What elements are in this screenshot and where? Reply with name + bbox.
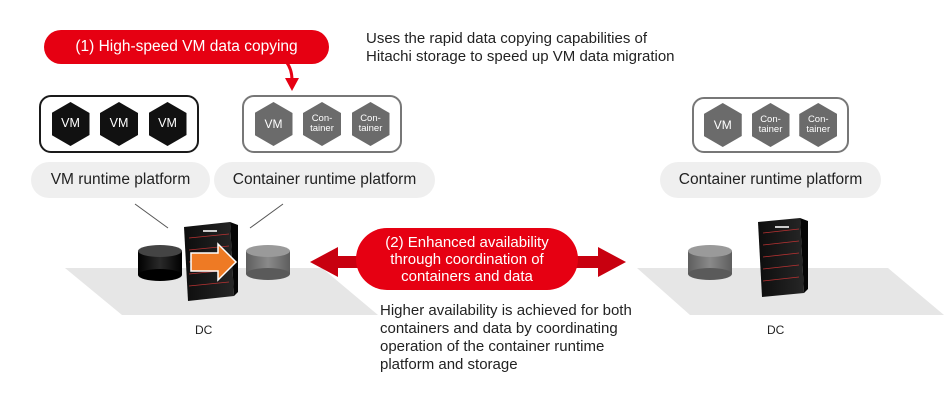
callout-1-arrowhead (285, 78, 299, 91)
vm-platform-connector (134, 203, 169, 229)
right-dc-label: DC (767, 323, 785, 337)
left-vm-storage (138, 245, 182, 281)
vm-hex: VM (51, 102, 90, 146)
callout-2-description-line: operation of the container runtime (380, 338, 605, 355)
vm-hex: VM (100, 102, 138, 146)
left-dc-label: DC (195, 323, 213, 337)
container-hex: Con-tainer (303, 102, 341, 146)
left-container-storage (246, 245, 290, 280)
callout-2-label-line: through coordination of (390, 250, 544, 268)
callout-1-description: Uses the rapid data copying capabilities… (366, 30, 726, 66)
callout-2-description-line: platform and storage (380, 356, 518, 373)
vm-hex-label: VM (158, 116, 177, 131)
vm-runtime-box: VM VM VM (39, 95, 199, 153)
container-hex-label: tainer (358, 123, 383, 134)
callout-2-label-line: containers and data (401, 267, 533, 285)
callout-2-description-line: containers and data by coordinating (380, 320, 618, 337)
callout-2-label-line: (2) Enhanced availability (385, 233, 549, 251)
left-container-runtime-platform-label: Container runtime platform (214, 162, 435, 198)
right-server-rack (758, 218, 808, 297)
vm-hex: VM (703, 103, 742, 147)
vm-migration-arrow (190, 242, 238, 282)
vm-hex-label: VM (109, 116, 129, 131)
left-container-runtime-box: VM Con-tainer Con-tainer (242, 95, 402, 153)
container-hex-label: Con- (807, 114, 829, 126)
container-hex-label: tainer (310, 123, 334, 134)
container-hex-label: Con- (760, 114, 781, 126)
callout-1-description-line: Uses the rapid data copying capabilities… (366, 30, 648, 47)
right-container-runtime-box: VM Con-tainer Con-tainer (692, 97, 849, 153)
container-hex-label: tainer (758, 124, 783, 135)
vm-hex-label: VM (61, 116, 80, 131)
vm-hex-label: VM (264, 116, 283, 131)
container-hex-label: tainer (806, 124, 831, 135)
vm-hex-label: VM (713, 117, 732, 132)
right-container-runtime-platform-label: Container runtime platform (660, 162, 881, 198)
vm-runtime-platform-label: VM runtime platform (31, 162, 210, 198)
vm-hex: VM (254, 102, 293, 146)
container-hex: Con-tainer (751, 103, 790, 147)
callout-1-label: (1) High-speed VM data copying (44, 30, 329, 64)
right-container-storage (688, 245, 732, 280)
container-hex: Con-tainer (799, 103, 838, 147)
container-hex-label: Con- (360, 113, 381, 125)
callout-2-description-line: Higher availability is achieved for both (380, 302, 632, 319)
callout-2-description: Higher availability is achieved for both… (380, 302, 680, 374)
container-hex: Con-tainer (351, 102, 390, 146)
callout-2-label: (2) Enhanced availability through coordi… (356, 228, 578, 290)
container-platform-connector (249, 203, 284, 229)
vm-hex: VM (148, 102, 187, 146)
callout-1-description-line: Hitachi storage to speed up VM data migr… (366, 48, 675, 65)
container-hex-label: Con- (311, 113, 333, 125)
